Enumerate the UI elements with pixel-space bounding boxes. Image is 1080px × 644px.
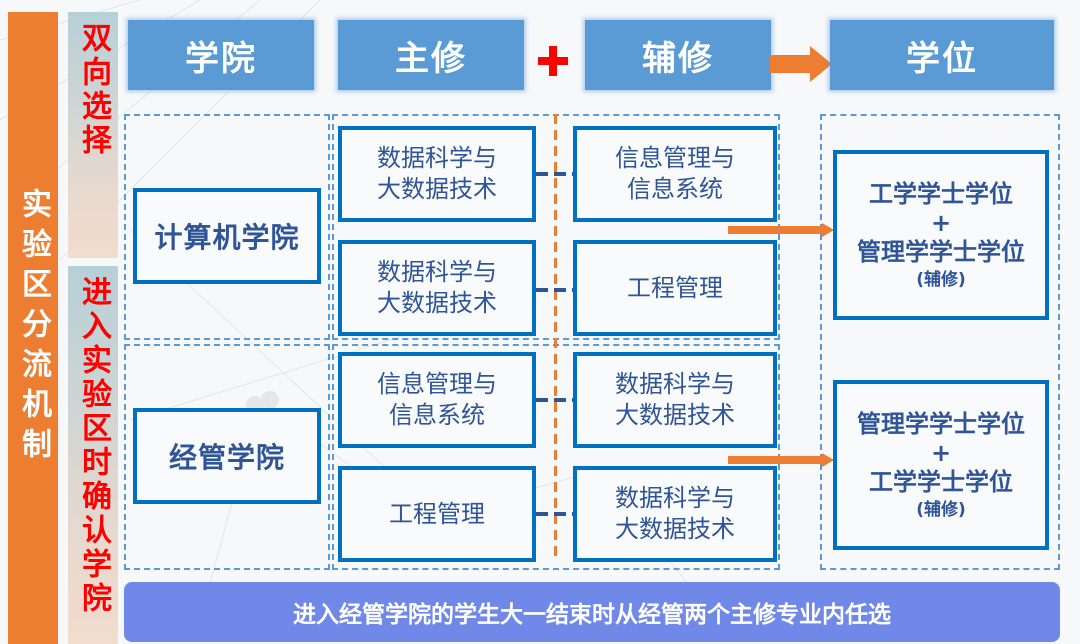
major-line: 数据科学与 bbox=[377, 258, 497, 286]
college-name: 计算机学院 bbox=[154, 221, 300, 254]
major-box: 数据科学与 大数据技术 bbox=[338, 126, 536, 222]
flow-mechanism-banner: 实验区分流机制 bbox=[8, 12, 58, 644]
header-college: 学院 bbox=[128, 20, 314, 90]
minor-box: 工程管理 bbox=[573, 240, 777, 336]
minor-line: 大数据技术 bbox=[615, 401, 735, 429]
college-box: 经管学院 bbox=[133, 408, 321, 504]
major-line: 工程管理 bbox=[389, 499, 485, 528]
degree-container bbox=[820, 114, 1060, 570]
degree-secondary: 管理学学士学位 bbox=[857, 238, 1025, 266]
flow-mechanism-label: 实验区分流机制 bbox=[16, 188, 51, 468]
arrow-right-icon bbox=[728, 222, 834, 237]
minor-line: 工程管理 bbox=[627, 273, 723, 302]
pair-connector bbox=[536, 172, 574, 176]
degree-box: 管理学学士学位 + 工学学士学位 (辅修) bbox=[833, 380, 1049, 550]
minor-box: 数据科学与 大数据技术 bbox=[573, 352, 777, 448]
degree-secondary: 工学学士学位 bbox=[869, 468, 1013, 496]
stage-label: 进入实验区时确认学院 bbox=[76, 276, 111, 616]
footer-note: 进入经管学院的学生大一结束时从经管两个主修专业内任选 bbox=[124, 582, 1060, 642]
major-line: 信息系统 bbox=[389, 401, 485, 429]
minor-line: 数据科学与 bbox=[615, 370, 735, 398]
degree-primary: 管理学学士学位 bbox=[857, 410, 1025, 438]
degree-plus: + bbox=[930, 209, 952, 237]
stage-confirm-college: 进入实验区时确认学院 bbox=[68, 266, 118, 644]
major-line: 信息管理与 bbox=[377, 370, 497, 398]
college-box: 计算机学院 bbox=[133, 188, 321, 284]
major-box: 工程管理 bbox=[338, 466, 536, 562]
minor-line: 数据科学与 bbox=[615, 484, 735, 512]
stage-two-way-selection: 双向选择 bbox=[68, 12, 118, 258]
minor-line: 大数据技术 bbox=[615, 515, 735, 543]
header-minor: 辅修 bbox=[585, 20, 771, 90]
degree-note: (辅修) bbox=[916, 270, 966, 290]
major-line: 大数据技术 bbox=[377, 289, 497, 317]
minor-line: 信息系统 bbox=[627, 175, 723, 203]
pair-connector bbox=[536, 288, 574, 292]
minor-box: 数据科学与 大数据技术 bbox=[573, 466, 777, 562]
college-name: 经管学院 bbox=[168, 441, 285, 474]
major-line: 数据科学与 bbox=[377, 144, 497, 172]
major-line: 大数据技术 bbox=[377, 175, 497, 203]
college-container-1 bbox=[124, 114, 330, 340]
minor-line: 信息管理与 bbox=[615, 144, 735, 172]
header-degree: 学位 bbox=[830, 20, 1054, 90]
pair-connector bbox=[536, 512, 574, 516]
minor-box: 信息管理与 信息系统 bbox=[573, 126, 777, 222]
arrow-right-icon bbox=[728, 452, 834, 467]
arrow-right-icon bbox=[770, 46, 832, 82]
header-major: 主修 bbox=[338, 20, 524, 90]
major-minor-divider bbox=[554, 114, 557, 558]
stage-label: 双向选择 bbox=[76, 22, 111, 158]
degree-plus: + bbox=[930, 439, 952, 467]
college-container-2 bbox=[124, 344, 330, 570]
major-box: 数据科学与 大数据技术 bbox=[338, 240, 536, 336]
major-box: 信息管理与 信息系统 bbox=[338, 352, 536, 448]
degree-note: (辅修) bbox=[916, 500, 966, 520]
plus-icon bbox=[538, 46, 568, 76]
degree-box: 工学学士学位 + 管理学学士学位 (辅修) bbox=[833, 150, 1049, 320]
pair-connector bbox=[536, 398, 574, 402]
degree-primary: 工学学士学位 bbox=[869, 180, 1013, 208]
